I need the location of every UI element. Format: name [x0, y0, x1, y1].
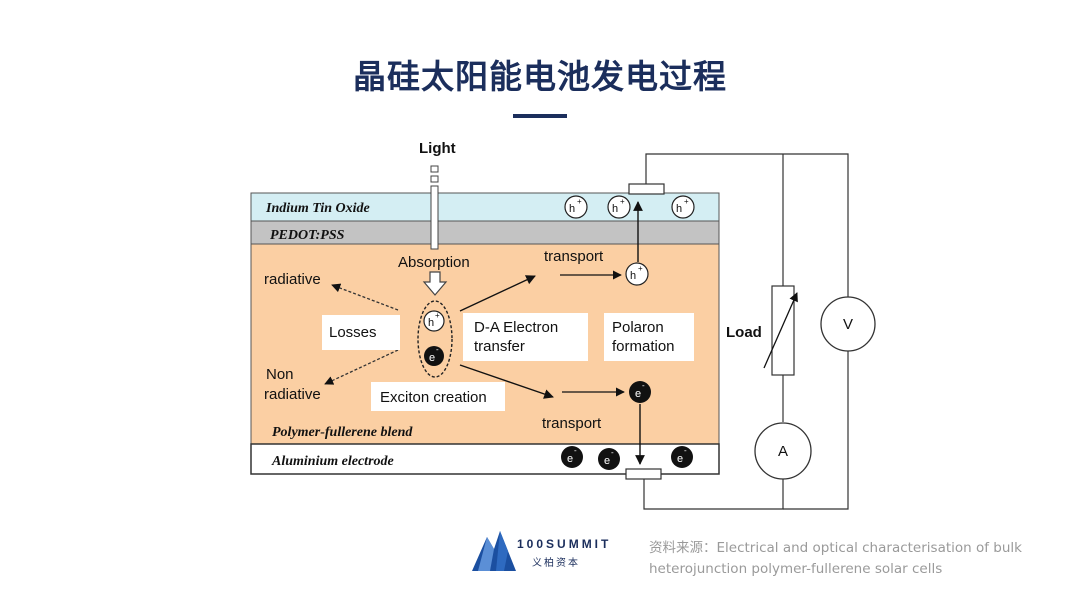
- light-label: Light: [419, 140, 456, 157]
- svg-text:+: +: [638, 264, 643, 273]
- polaron-box: [604, 313, 694, 361]
- exciton-ellipse: [417, 300, 453, 378]
- da-transfer-box: [463, 313, 588, 361]
- top-contact: [628, 183, 665, 195]
- ito-hole-3: h +: [671, 195, 695, 219]
- svg-text:+: +: [577, 197, 582, 206]
- svg-text:e: e: [429, 352, 435, 364]
- circuit-wire-top: [645, 153, 849, 297]
- bottom-contact: [625, 468, 662, 480]
- load-variable-arrow: [763, 292, 798, 369]
- page-title: 晶硅太阳能电池发电过程: [353, 57, 727, 96]
- polaron-label-2: formation: [612, 338, 675, 355]
- light-dash-1: [430, 165, 439, 173]
- svg-text:-: -: [684, 446, 687, 455]
- polaron-electron: e -: [629, 381, 651, 403]
- voltmeter: [820, 296, 876, 352]
- blend-label: Polymer-fullerene blend: [272, 425, 413, 440]
- svg-text:h: h: [569, 203, 575, 215]
- source-line-2: heterojunction polymer-fullerene solar c…: [649, 561, 943, 577]
- logo-name: 100SUMMIT: [517, 537, 612, 551]
- svg-text:e: e: [677, 453, 683, 465]
- non-radiative-arrow: [324, 349, 399, 385]
- svg-text:-: -: [574, 446, 577, 455]
- svg-text:e: e: [635, 388, 641, 400]
- svg-text:h: h: [428, 317, 434, 329]
- ammeter: [754, 422, 812, 480]
- radiative-arrow: [331, 283, 399, 311]
- al-electron-2: e -: [598, 448, 620, 470]
- svg-text:-: -: [642, 381, 645, 390]
- exciton-creation-label: Exciton creation: [380, 389, 487, 406]
- svg-text:-: -: [436, 345, 439, 354]
- exciton-hole: h +: [423, 310, 445, 332]
- svg-text:h: h: [630, 270, 636, 282]
- transport-bottom-label: transport: [542, 415, 602, 432]
- ammeter-label: A: [778, 443, 788, 460]
- polaron-label-1: Polaron: [612, 319, 664, 336]
- svg-text:h: h: [676, 203, 682, 215]
- svg-text:e: e: [567, 453, 573, 465]
- svg-text:+: +: [435, 311, 440, 320]
- absorption-arrow: [422, 271, 448, 296]
- electron-transport-arrow: [459, 364, 554, 399]
- losses-box: [322, 315, 400, 350]
- losses-label: Losses: [329, 324, 377, 341]
- pedot-label: PEDOT:PSS: [270, 228, 345, 243]
- non-radiative-label-2: radiative: [264, 386, 321, 403]
- svg-text:+: +: [620, 197, 625, 206]
- title-underline: [513, 114, 567, 118]
- load-resistor: [771, 285, 795, 376]
- da-transfer-label-2: transfer: [474, 338, 525, 355]
- absorption-label: Absorption: [398, 254, 470, 271]
- radiative-label: radiative: [264, 271, 321, 288]
- voltmeter-label: V: [843, 316, 853, 333]
- load-label: Load: [726, 324, 762, 341]
- svg-text:e: e: [604, 455, 610, 467]
- svg-text:h: h: [612, 203, 618, 215]
- circuit-wire-ammeter-bottom: [643, 479, 784, 510]
- circuit-wire-voltmeter-bottom: [783, 351, 849, 510]
- logo-mountain-icon: [472, 531, 516, 571]
- hole-transport-arrow: [459, 275, 536, 312]
- source-line-1: 资料来源：Electrical and optical characterisa…: [649, 540, 1022, 556]
- logo-cn-name: 义柏资本: [532, 558, 580, 569]
- polaron-hole: h +: [625, 262, 649, 286]
- light-dash-2: [430, 175, 439, 183]
- source-note: 资料来源：Electrical and optical characterisa…: [649, 538, 1059, 580]
- ito-label: Indium Tin Oxide: [265, 201, 370, 216]
- svg-text:+: +: [684, 197, 689, 206]
- exciton-electron: e -: [424, 345, 444, 366]
- non-radiative-label-1: Non: [266, 366, 294, 383]
- ito-hole-1: h +: [564, 195, 588, 219]
- exciton-box: [371, 382, 505, 411]
- ito-hole-2: h +: [607, 195, 631, 219]
- da-transfer-label-1: D-A Electron: [474, 319, 558, 336]
- al-electron-1: e -: [561, 446, 583, 468]
- svg-text:-: -: [611, 448, 614, 457]
- aluminium-label: Aluminium electrode: [271, 454, 394, 469]
- light-beam: [430, 185, 439, 250]
- transport-top-label: transport: [544, 248, 604, 265]
- al-electron-3: e -: [671, 446, 693, 468]
